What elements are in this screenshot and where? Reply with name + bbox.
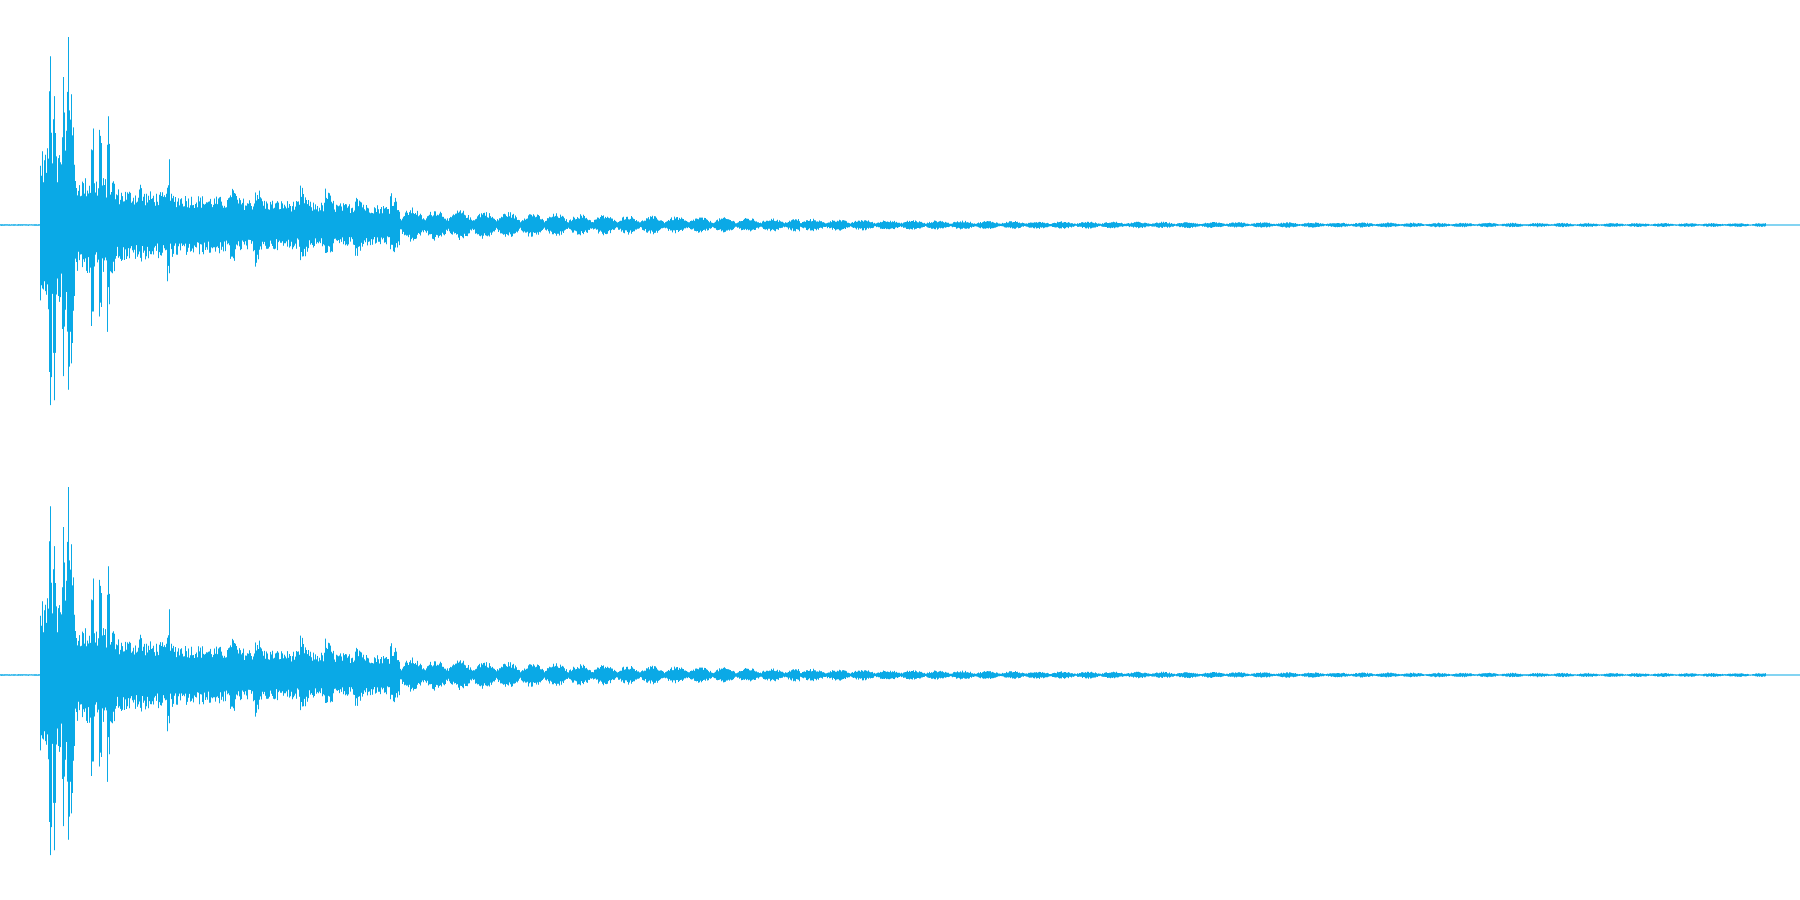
channel-2-waveform xyxy=(0,487,1800,856)
channel-waveform-path xyxy=(0,37,1766,406)
channel-waveform-path xyxy=(0,487,1766,856)
channel-1-waveform xyxy=(0,37,1800,406)
